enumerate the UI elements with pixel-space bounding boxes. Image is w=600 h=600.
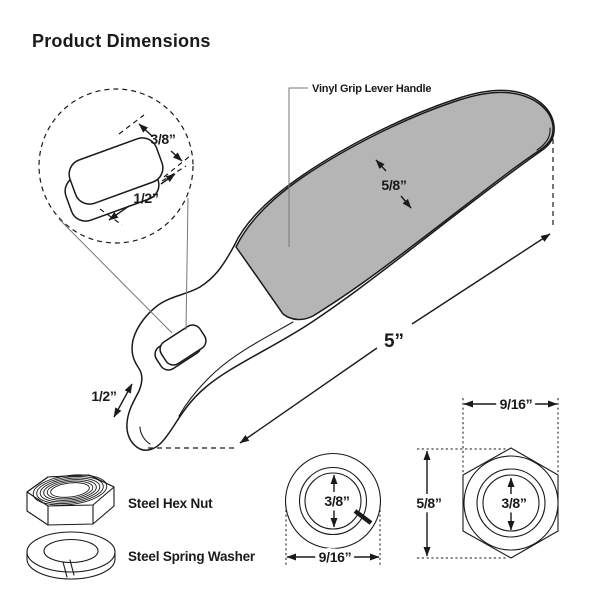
dim-arrow [170,150,183,162]
square-hole [154,324,207,371]
dim-arrow [411,233,551,325]
washer-hole [43,538,99,564]
callout-square [64,137,164,222]
dim-label-nut-hole: 3/8” [501,495,526,511]
dim-label-grip-width: 5/8” [381,177,406,193]
dim-label-callout-length: 1/2” [133,190,158,206]
lever-handle-drawing [126,89,555,451]
dim-label-nut-corners: 5/8” [416,495,441,511]
blade-edge-line [178,321,294,417]
nut-threads [32,474,108,506]
hex-nut-3d: Steel Hex Nut [26,474,213,526]
vinyl-grip-label: Vinyl Grip Lever Handle [312,83,431,95]
washer-split-mark [353,509,373,525]
dim-lever-thickness: 1/2” [91,383,133,418]
label-leader-line [288,87,308,247]
dim-arrow [375,159,387,172]
washer-split [69,559,75,576]
dim-label-nut-flats: 9/16” [500,396,533,412]
spring-washer-label: Steel Spring Washer [128,549,256,564]
nut-top-view: 3/8” 9/16” 5/8” [412,392,559,559]
washer-top-view: 3/8” 9/16” [284,452,382,569]
dim-label-lever-thickness: 1/2” [91,388,116,404]
callout-square-opening [68,137,164,205]
dim-arrow [113,383,133,418]
dim-label-washer-inner: 3/8” [324,493,349,509]
vinyl-grip-label-group: Vinyl Grip Lever Handle [288,83,432,247]
dim-arrow [138,123,153,137]
dim-label-overall-length: 5” [384,331,404,352]
dim-arrow [239,347,378,444]
dim-label-callout-width: 3/8” [150,131,175,147]
callout-leader-right [185,197,189,331]
dim-callout-width: 3/8” [118,114,191,178]
nut-mid-circle [476,468,546,538]
extension-line [163,155,191,178]
washer-split [62,561,68,578]
callout-leader-left [58,218,173,334]
dim-arrow [400,195,412,209]
dim-grip-width: 5/8” [375,159,412,209]
hex-nut-label: Steel Hex Nut [128,496,213,511]
dim-arrow [108,205,130,221]
square-hole-opening [159,324,207,366]
dim-callout-length: 1/2” [99,165,187,226]
spring-washer-3d: Steel Spring Washer [26,531,256,580]
hole-callout: 3/8” 1/2” [38,88,194,334]
nut-inner-circle [482,474,540,532]
handle-cap-edge [536,127,551,151]
callout-circle [38,88,194,244]
vinyl-grip-region [235,91,554,321]
dim-label-washer-outer: 9/16” [319,549,352,565]
dim-overall-length: 5” [148,139,554,449]
page-title: Product Dimensions [32,31,211,51]
dim-arrow [160,173,176,185]
tail-inner-line [139,426,151,445]
